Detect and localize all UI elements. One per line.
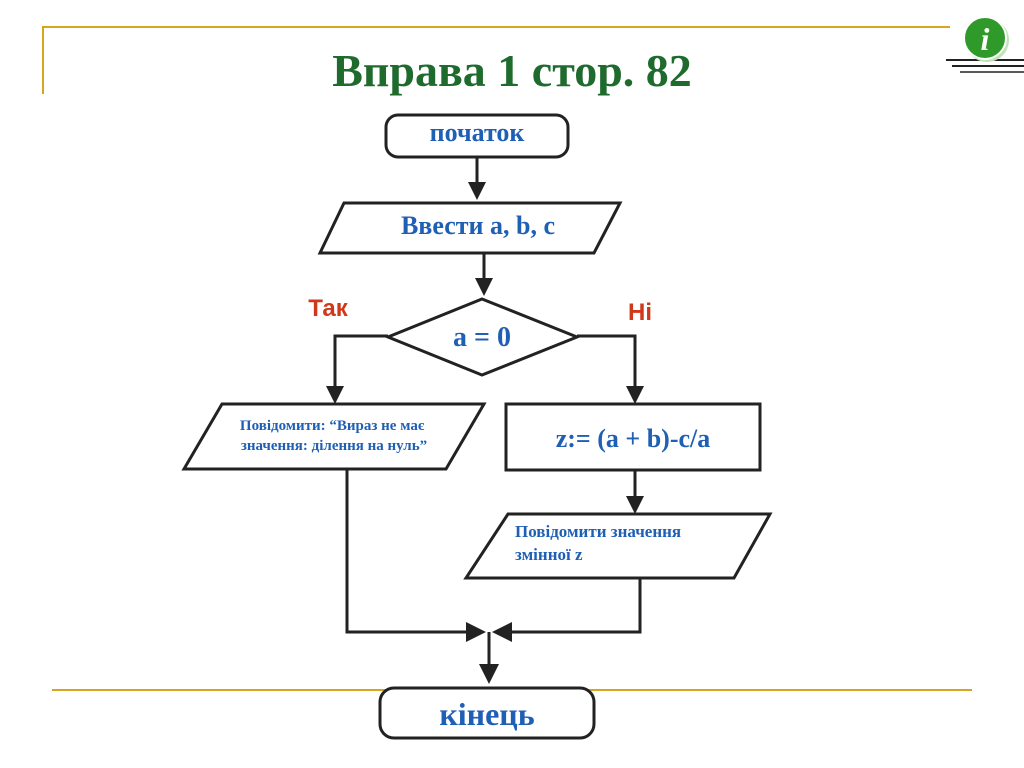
end-node: кінець	[378, 686, 596, 740]
connector-yes-merge	[345, 470, 470, 634]
no-output-label: Повідомити значення змінної z	[515, 522, 685, 564]
decision-node: a = 0	[383, 297, 582, 377]
decision-label: a = 0	[453, 322, 511, 353]
arrowhead	[479, 664, 499, 684]
yes-output-node: Повідомити: “Вираз не має значення: діле…	[181, 402, 487, 471]
flow-connectors	[326, 157, 644, 684]
yes-branch-label: Так	[308, 295, 348, 322]
yes-output-label: Повідомити: “Вираз не має значення: діле…	[240, 418, 428, 454]
end-terminator-shape	[378, 686, 596, 740]
page-title: Вправа 1 стор. 82	[332, 45, 692, 96]
info-icon-glyph: i	[981, 21, 990, 57]
start-node: початок	[384, 113, 570, 159]
arrowhead	[626, 386, 644, 404]
arrowhead	[626, 496, 644, 514]
arrowhead	[468, 182, 486, 200]
arrowhead	[492, 622, 512, 642]
connector-no-merge	[510, 578, 642, 634]
start-terminator-shape	[384, 113, 570, 159]
yes-output-parallelogram-shape	[181, 402, 487, 471]
input-node: Ввести a, b, c	[317, 201, 623, 255]
no-output-line-2: змінної z	[515, 545, 583, 564]
no-output-parallelogram-shape	[463, 512, 773, 580]
yes-output-line-2: значення: ділення на нуль”	[241, 438, 427, 454]
input-parallelogram-shape	[317, 201, 623, 255]
arrowhead	[466, 622, 486, 642]
yes-output-line-1: Повідомити: “Вираз не має	[240, 418, 425, 434]
connector-no-branch	[577, 334, 637, 390]
end-label: кінець	[439, 696, 534, 732]
no-output-line-1: Повідомити значення	[515, 522, 681, 541]
input-label: Ввести a, b, c	[401, 211, 555, 240]
no-branch-label: Ні	[628, 299, 652, 326]
start-label: початок	[430, 118, 525, 147]
process-rectangle-shape	[504, 402, 762, 472]
no-output-node: Повідомити значення змінної z	[463, 512, 773, 580]
process-label: z:= (a + b)-c/a	[556, 424, 711, 453]
decision-diamond-shape	[383, 297, 582, 377]
no-process-node: z:= (a + b)-c/a	[504, 402, 762, 472]
info-icon-circle	[963, 16, 1007, 60]
arrowhead	[326, 386, 344, 404]
connector-yes-branch	[333, 334, 388, 390]
arrowhead	[475, 278, 493, 296]
info-icon[interactable]: i	[946, 16, 1024, 73]
